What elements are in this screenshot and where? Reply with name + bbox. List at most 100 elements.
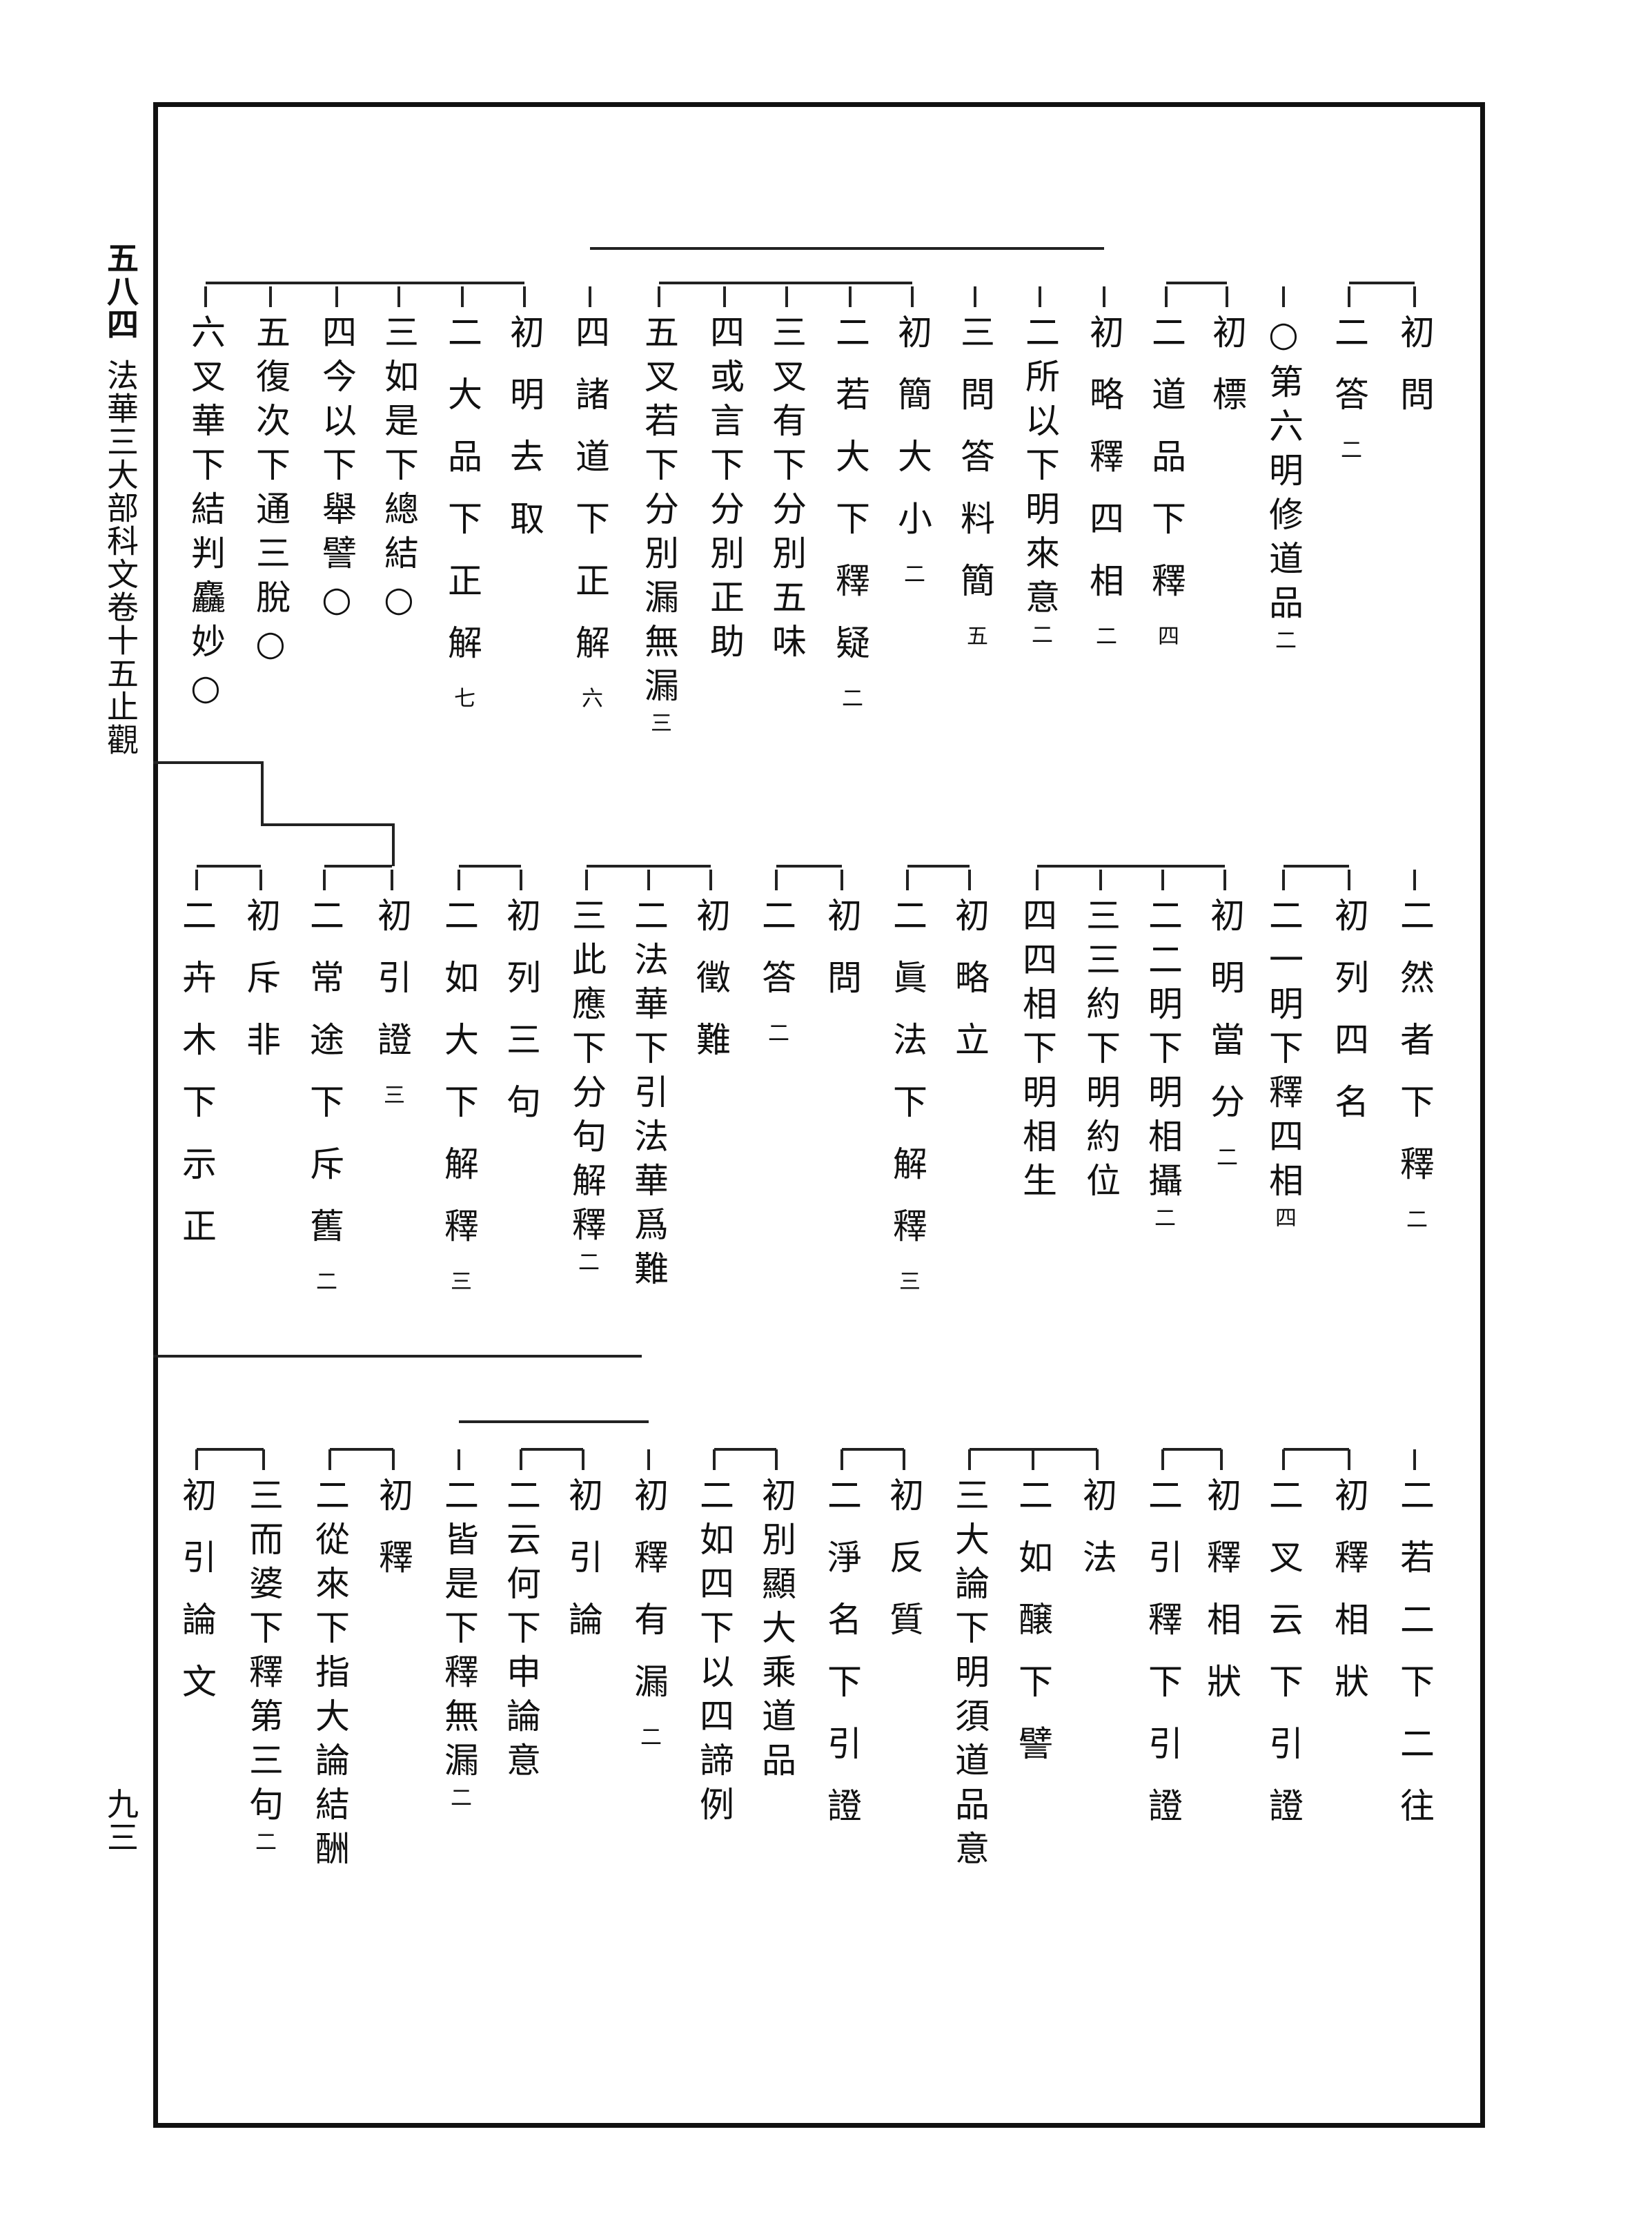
outline-entry: 初簡大小二 bbox=[892, 314, 932, 584]
outline-entry: 初法 bbox=[1077, 1477, 1117, 1601]
entry-text: 三而婆下釋第三句 bbox=[244, 1477, 284, 1830]
branch-count-mark: 二 bbox=[838, 687, 863, 708]
entry-text: 初略立 bbox=[950, 897, 990, 1084]
entry-text: 初別顯大乘道品 bbox=[756, 1477, 796, 1786]
entry-text: 二答 bbox=[756, 897, 796, 1021]
entry-text: 初反質 bbox=[884, 1477, 924, 1663]
outline-entry: 初引證三 bbox=[372, 897, 412, 1105]
entry-text: 初略釋四相 bbox=[1084, 314, 1124, 625]
branch-count-mark: 二 bbox=[1271, 629, 1296, 650]
entry-text: 初釋相狀 bbox=[1329, 1477, 1369, 1725]
outline-entry: 初標 bbox=[1207, 314, 1247, 438]
entry-text: 初引證 bbox=[372, 897, 412, 1084]
entry-text: 二然者下釋 bbox=[1395, 897, 1435, 1208]
outline-entry: 二從來下指大論結酬 bbox=[310, 1477, 350, 1874]
page-number: 九三 bbox=[102, 1788, 139, 1854]
outline-entry: 二云何下申論意 bbox=[501, 1477, 541, 1786]
outline-entry: 初略立 bbox=[950, 897, 990, 1084]
entry-text: 初列三句 bbox=[501, 897, 541, 1146]
outline-entry: 二卉木下示正 bbox=[177, 897, 217, 1270]
branch-count-mark: 二 bbox=[764, 1021, 789, 1043]
outline-entry: 初明去取 bbox=[504, 314, 544, 562]
entry-text: 二二明下明相攝 bbox=[1143, 897, 1183, 1206]
entry-text: 二引釋下引證 bbox=[1143, 1477, 1183, 1850]
outline-entry: 二淨名下引證 bbox=[822, 1477, 862, 1850]
entry-text: 初標 bbox=[1207, 314, 1247, 438]
entry-text: 初引論文 bbox=[177, 1477, 217, 1725]
entry-text: 二法華下引法華爲難 bbox=[629, 897, 669, 1295]
entry-text: 五叉若下分別漏無漏 bbox=[639, 314, 679, 712]
branch-count-mark: 二 bbox=[900, 562, 925, 584]
outline-entry: 初斥非 bbox=[241, 897, 281, 1084]
branch-count-mark: 二 bbox=[636, 1725, 661, 1747]
outline-entry: 初問 bbox=[1395, 314, 1435, 438]
entry-text: 二所以下明來意 bbox=[1020, 314, 1060, 623]
outline-entry: 五復次下通三脫○ bbox=[250, 314, 291, 673]
entry-text: 四四相下明相生 bbox=[1017, 897, 1057, 1206]
outline-entry: 四諸道下正解六 bbox=[570, 314, 610, 708]
outline-entry: 二二明下明相攝二 bbox=[1143, 897, 1183, 1228]
outline-entry: 二如醸下譬 bbox=[1013, 1477, 1053, 1788]
outline-entry: 初列三句 bbox=[501, 897, 541, 1146]
outline-entry: 二法華下引法華爲難 bbox=[629, 897, 669, 1295]
branch-count-mark: 四 bbox=[1154, 625, 1179, 646]
entry-text: 初明當分 bbox=[1205, 897, 1245, 1146]
outline-entry: ○第六明修道品二 bbox=[1263, 314, 1304, 650]
outline-entry: 初徵難 bbox=[691, 897, 731, 1084]
outline-entry: 二如大下解釋三 bbox=[439, 897, 479, 1291]
entry-text: 二如醸下譬 bbox=[1013, 1477, 1053, 1788]
entry-text: 二如四下以四諦例 bbox=[694, 1477, 734, 1830]
entry-text: 初斥非 bbox=[241, 897, 281, 1084]
entry-text: 初列四名 bbox=[1329, 897, 1369, 1146]
outline-entry: 初別顯大乘道品 bbox=[756, 1477, 796, 1786]
outline-entry: 二引釋下引證 bbox=[1143, 1477, 1183, 1850]
branch-count-mark: 三 bbox=[895, 1270, 920, 1291]
entry-text: 二答 bbox=[1329, 314, 1369, 438]
entry-text: 二淨名下引證 bbox=[822, 1477, 862, 1850]
outline-entry: 初引論 bbox=[563, 1477, 603, 1663]
outline-entry: 初明當分二 bbox=[1205, 897, 1245, 1167]
running-title: 法華三大部科文卷十五止觀 bbox=[102, 359, 139, 756]
entry-text: 三三約下明約位 bbox=[1081, 897, 1121, 1206]
outline-entry: 初釋 bbox=[373, 1477, 413, 1601]
entry-text: 二叉云下引證 bbox=[1263, 1477, 1304, 1850]
page-frame bbox=[153, 102, 1485, 2128]
branch-count-mark: 二 bbox=[1212, 1146, 1237, 1167]
outline-entry: 初釋有漏二 bbox=[629, 1477, 669, 1747]
outline-entry: 初略釋四相二 bbox=[1084, 314, 1124, 646]
outline-entry: 初釋相狀 bbox=[1201, 1477, 1241, 1725]
entry-text: 三如是下總結○ bbox=[379, 314, 419, 629]
outline-entry: 三叉有下分別五味 bbox=[767, 314, 807, 667]
entry-text: 二一明下釋四相 bbox=[1263, 897, 1304, 1206]
outline-entry: 三三約下明約位 bbox=[1081, 897, 1121, 1206]
outline-entry: 二眞法下解釋三 bbox=[887, 897, 927, 1291]
outline-entry: 二所以下明來意二 bbox=[1020, 314, 1060, 645]
entry-text: 初釋 bbox=[373, 1477, 413, 1601]
entry-text: 二若大下釋疑 bbox=[830, 314, 870, 687]
branch-count-mark: 二 bbox=[1150, 1206, 1175, 1228]
entry-text: 六叉華下結判麤妙○ bbox=[186, 314, 226, 717]
branch-count-mark: 五 bbox=[963, 625, 987, 646]
entry-text: 初引論 bbox=[563, 1477, 603, 1663]
outline-entry: 二一明下釋四相四 bbox=[1263, 897, 1304, 1228]
entry-text: 初問 bbox=[1395, 314, 1435, 438]
entry-text: 三叉有下分別五味 bbox=[767, 314, 807, 667]
entry-text: 初問 bbox=[822, 897, 862, 1021]
branch-count-mark: 二 bbox=[251, 1830, 276, 1852]
outline-entry: 二若大下釋疑二 bbox=[830, 314, 870, 708]
outline-entry: 初列四名 bbox=[1329, 897, 1369, 1146]
branch-count-mark: 二 bbox=[446, 1786, 471, 1808]
entry-text: 二如大下解釋 bbox=[439, 897, 479, 1270]
outline-entry: 四或言下分別正助 bbox=[705, 314, 745, 667]
outline-entry: 二道品下釋四 bbox=[1146, 314, 1186, 646]
entry-text: 初明去取 bbox=[504, 314, 544, 562]
entry-text: 初釋相狀 bbox=[1201, 1477, 1241, 1725]
entry-text: 二皆是下釋無漏 bbox=[439, 1477, 479, 1786]
outline-entry: 二答二 bbox=[756, 897, 796, 1043]
entry-text: 三大論下明須道品意 bbox=[950, 1477, 990, 1874]
entry-text: 四今以下舉譬○ bbox=[317, 314, 357, 629]
outline-entry: 二叉云下引證 bbox=[1263, 1477, 1304, 1850]
entry-text: 四或言下分別正助 bbox=[705, 314, 745, 667]
entry-text: 初法 bbox=[1077, 1477, 1117, 1601]
